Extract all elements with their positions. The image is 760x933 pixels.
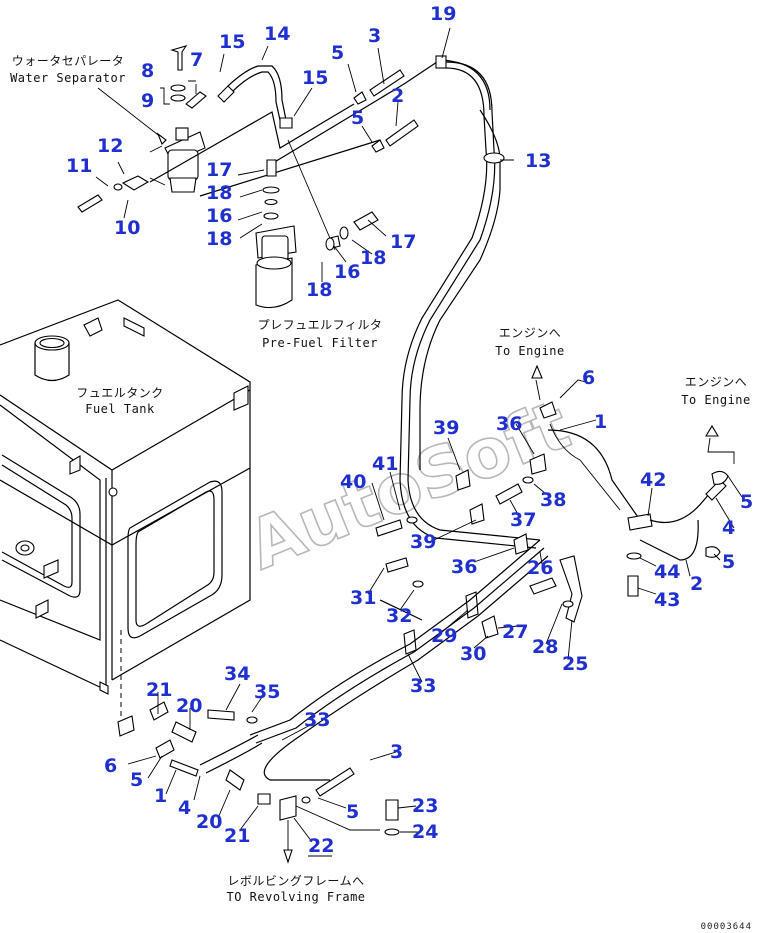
water-separator-label-en: Water Separator	[10, 71, 126, 85]
callout-26: 26	[527, 557, 553, 579]
to-engine-1-label-jp: エンジンへ	[499, 326, 562, 340]
callout-44: 44	[654, 561, 680, 583]
callout-5-c: 5	[740, 491, 753, 513]
to-engine-2-label-en: To Engine	[681, 393, 751, 407]
drawing-code: 00003644	[701, 922, 752, 932]
callout-40: 40	[340, 471, 366, 493]
callout-42: 42	[640, 469, 666, 491]
to-engine-2-label-jp: エンジンへ	[685, 375, 748, 389]
callout-38: 38	[540, 489, 566, 511]
callout-10: 10	[114, 217, 140, 239]
revolving-frame-label-en: TO Revolving Frame	[226, 890, 365, 904]
callout-11: 11	[66, 155, 92, 177]
callouts: 8 7 9 15 14 5 3 19 15 2 5 13 11 12 10 17…	[66, 3, 753, 857]
callout-33: 33	[410, 675, 436, 697]
callout-16: 16	[206, 205, 232, 227]
callout-4-b: 4	[178, 797, 191, 819]
callout-7: 7	[190, 49, 203, 71]
leader-lines	[95, 27, 743, 843]
callout-3: 3	[368, 25, 381, 47]
callout-22: 22	[308, 835, 334, 857]
fuel-tank-label-jp: フュエルタンク	[76, 386, 164, 400]
fuel-tank-label-en: Fuel Tank	[85, 402, 155, 416]
revolving-frame-label-jp: レボルビングフレームへ	[227, 874, 364, 888]
water-separator-label-jp: ウォータセパレータ	[12, 54, 125, 68]
callout-5-b: 5	[351, 107, 364, 129]
callout-5: 5	[331, 42, 344, 64]
pre-fuel-filter: プレフュエルフィルタ Pre-Fuel Filter	[255, 159, 383, 350]
callout-28: 28	[532, 636, 558, 658]
callout-33-b: 33	[304, 709, 330, 731]
callout-39-b: 39	[410, 531, 436, 553]
callout-18-b: 18	[206, 228, 232, 250]
callout-6: 6	[582, 367, 595, 389]
callout-29: 29	[431, 625, 457, 647]
callout-23: 23	[412, 795, 438, 817]
callout-24: 24	[412, 821, 438, 843]
pre-fuel-filter-label-jp: プレフュエルフィルタ	[258, 318, 383, 332]
callout-8: 8	[141, 60, 154, 82]
lower-fittings: レボルビングフレームへ TO Revolving Frame	[117, 701, 400, 904]
callout-2-b: 2	[690, 573, 703, 595]
callout-5-d: 5	[722, 551, 735, 573]
water-separator: ウォータセパレータ Water Separator	[10, 45, 207, 213]
callout-18-c: 18	[360, 247, 386, 269]
clamp-cluster	[375, 453, 583, 655]
callout-21: 21	[146, 679, 172, 701]
callout-12: 12	[97, 135, 123, 157]
callout-9: 9	[141, 90, 154, 112]
callout-5-e: 5	[130, 769, 143, 791]
engine-side-fittings: エンジンへ To Engine エンジンへ To Engine	[495, 326, 751, 597]
callout-19: 19	[430, 3, 456, 25]
pre-fuel-filter-label-en: Pre-Fuel Filter	[262, 336, 378, 350]
callout-18: 18	[206, 182, 232, 204]
callout-37: 37	[510, 509, 536, 531]
callout-20-b: 20	[196, 811, 222, 833]
callout-25: 25	[562, 653, 588, 675]
callout-32: 32	[386, 605, 412, 627]
callout-31: 31	[350, 587, 376, 609]
callout-5-f: 5	[346, 801, 359, 823]
callout-13: 13	[525, 150, 551, 172]
callout-43: 43	[654, 589, 680, 611]
callout-6-b: 6	[104, 755, 117, 777]
callout-1: 1	[594, 411, 607, 433]
callout-36-b: 36	[451, 556, 477, 578]
callout-15-b: 15	[302, 67, 328, 89]
callout-35: 35	[254, 681, 280, 703]
callout-39: 39	[433, 417, 459, 439]
callout-36: 36	[496, 413, 522, 435]
callout-15: 15	[219, 31, 245, 53]
callout-2: 2	[391, 85, 404, 107]
callout-20: 20	[176, 695, 202, 717]
callout-17-b: 17	[390, 231, 416, 253]
callout-18-d: 18	[306, 279, 332, 301]
callout-34: 34	[224, 663, 250, 685]
fuel-tank: フュエルタンク Fuel Tank	[0, 299, 251, 695]
callout-16-b: 16	[334, 261, 360, 283]
to-engine-1-label-en: To Engine	[495, 344, 565, 358]
callout-3-b: 3	[390, 741, 403, 763]
callout-41: 41	[372, 453, 398, 475]
callout-4: 4	[722, 517, 735, 539]
callout-27: 27	[502, 621, 528, 643]
callout-21-b: 21	[224, 825, 250, 847]
callout-17: 17	[206, 159, 232, 181]
callout-14: 14	[264, 23, 290, 45]
callout-30: 30	[460, 643, 486, 665]
callout-1-b: 1	[154, 785, 167, 807]
